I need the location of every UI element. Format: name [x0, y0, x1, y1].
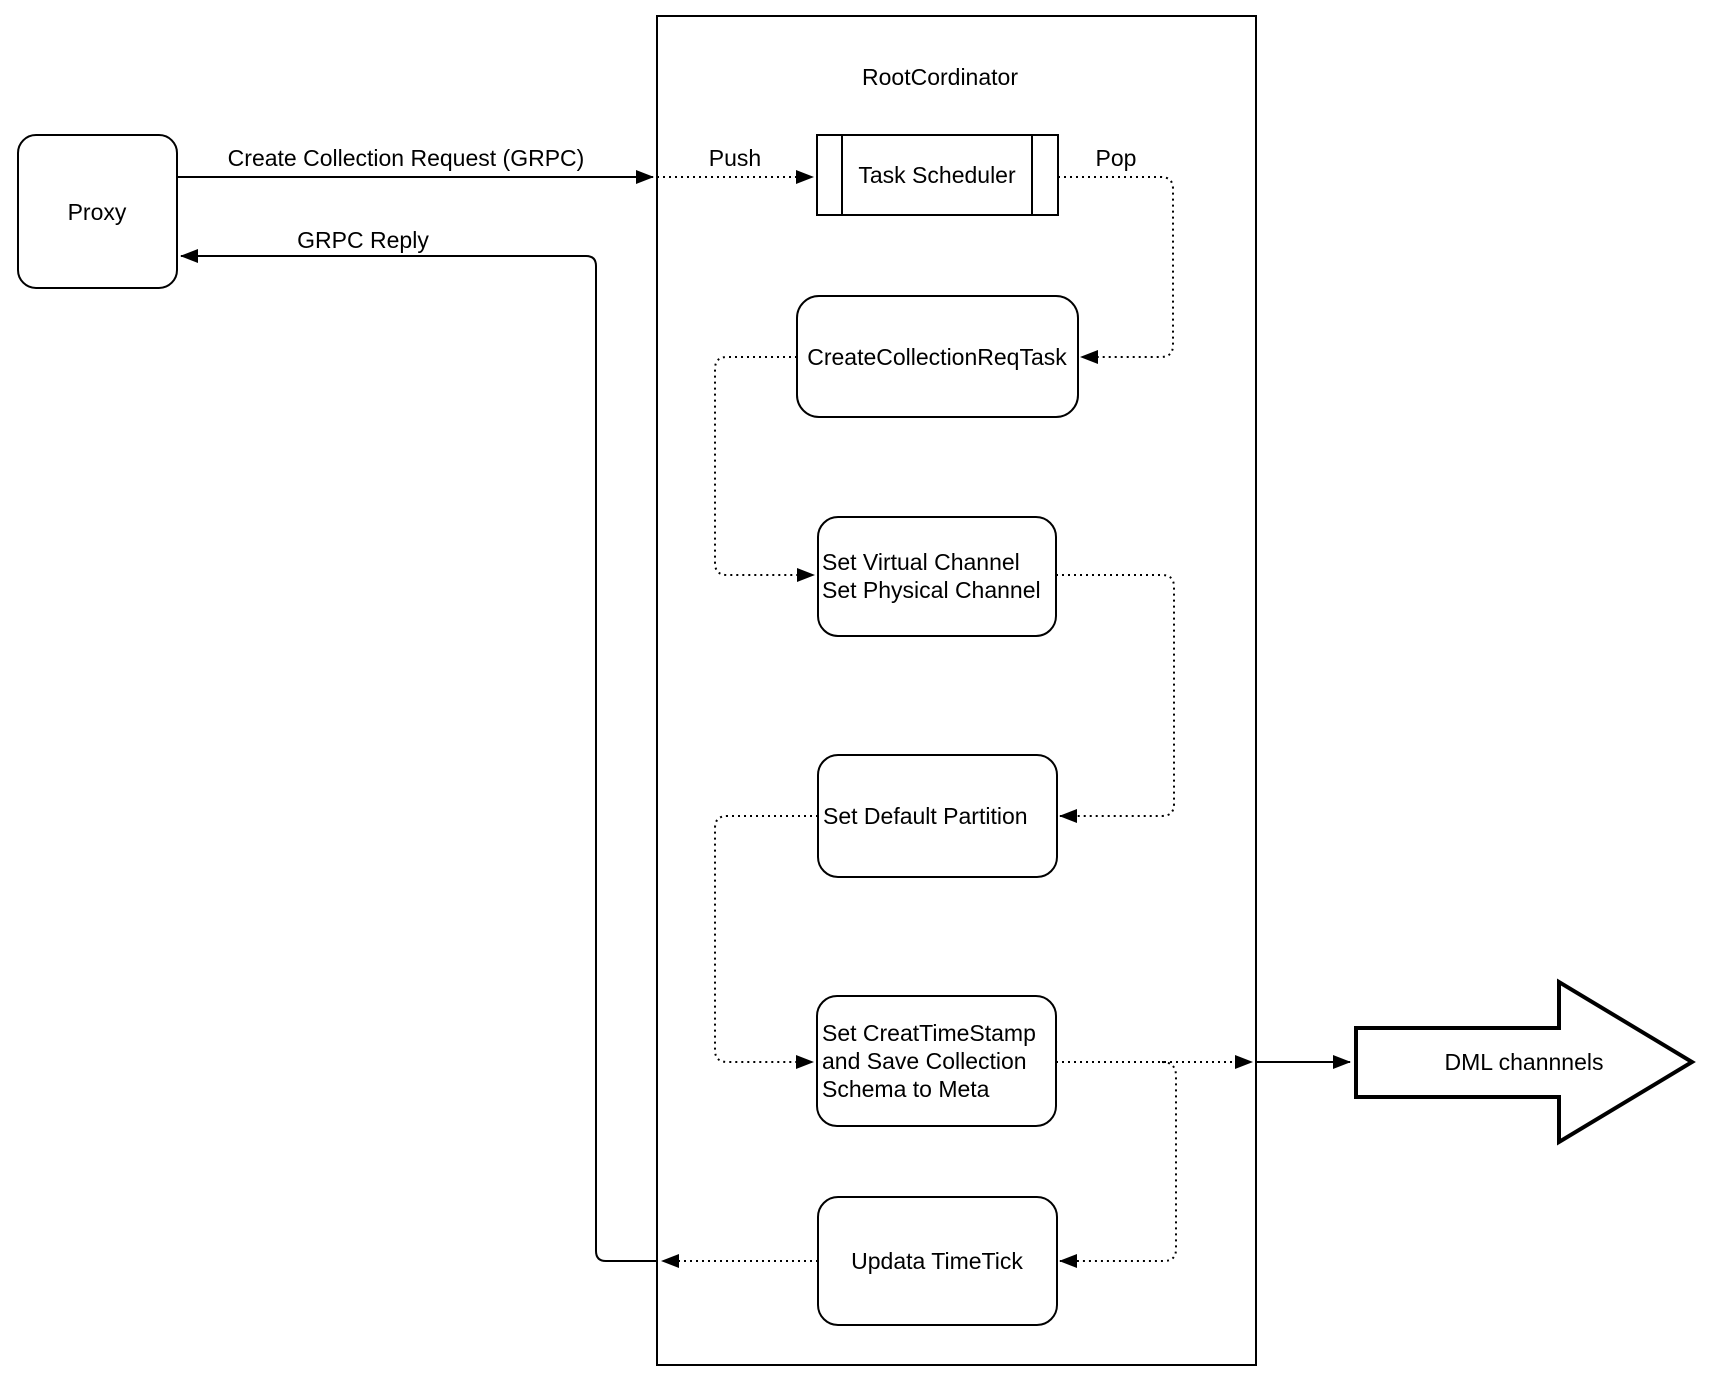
- task-scheduler-box: [816, 134, 1059, 216]
- dml-channels-label: DML channnels: [1445, 1049, 1604, 1075]
- set-channels-label-line1: Set Virtual Channel: [822, 549, 1020, 575]
- update-timetick-label: Updata TimeTick: [851, 1248, 1023, 1274]
- update-timetick-node: Updata TimeTick: [817, 1196, 1058, 1326]
- set-channels-label-line2: Set Physical Channel: [822, 577, 1041, 603]
- set-channels-box: [817, 516, 1057, 637]
- edge-label-grpc-reply: GRPC Reply: [297, 227, 429, 253]
- task-scheduler-node: Task Scheduler: [816, 134, 1059, 216]
- dml-channels-node: DML channnels: [1354, 978, 1696, 1146]
- rootcoordinator-title: RootCordinator: [862, 64, 1018, 90]
- create-collection-req-task-label: CreateCollectionReqTask: [807, 344, 1067, 370]
- set-channels-node: Set Virtual Channel Set Physical Channel: [817, 516, 1057, 637]
- set-timestamp-label-line2: and Save Collection: [822, 1048, 1027, 1074]
- proxy-label: Proxy: [68, 199, 127, 225]
- set-timestamp-label-line3: Schema to Meta: [822, 1076, 990, 1102]
- set-default-partition-node: Set Default Partition: [817, 754, 1058, 878]
- set-timestamp-node: Set CreatTimeStamp and Save Collection S…: [816, 995, 1057, 1127]
- edge-grpc-reply: [180, 249, 657, 1262]
- proxy-node: Proxy: [17, 134, 178, 289]
- proxy-box: [17, 134, 178, 289]
- create-collection-req-task-node: CreateCollectionReqTask: [796, 295, 1079, 418]
- edge-label-pop: Pop: [1096, 145, 1137, 171]
- set-timestamp-label-line1: Set CreatTimeStamp: [822, 1020, 1036, 1046]
- dml-channels-arrow: [1354, 978, 1696, 1146]
- task-scheduler-label: Task Scheduler: [858, 162, 1016, 188]
- edge-reqtask-to-setchannels: [714, 356, 815, 582]
- set-default-partition-label: Set Default Partition: [823, 803, 1028, 829]
- rootcoordinator-container: [656, 15, 1257, 1366]
- edge-timestamp-to-timetick: [1059, 1061, 1177, 1268]
- edge-label-push: Push: [709, 145, 761, 171]
- edge-label-create-collection-request: Create Collection Request (GRPC): [228, 145, 585, 171]
